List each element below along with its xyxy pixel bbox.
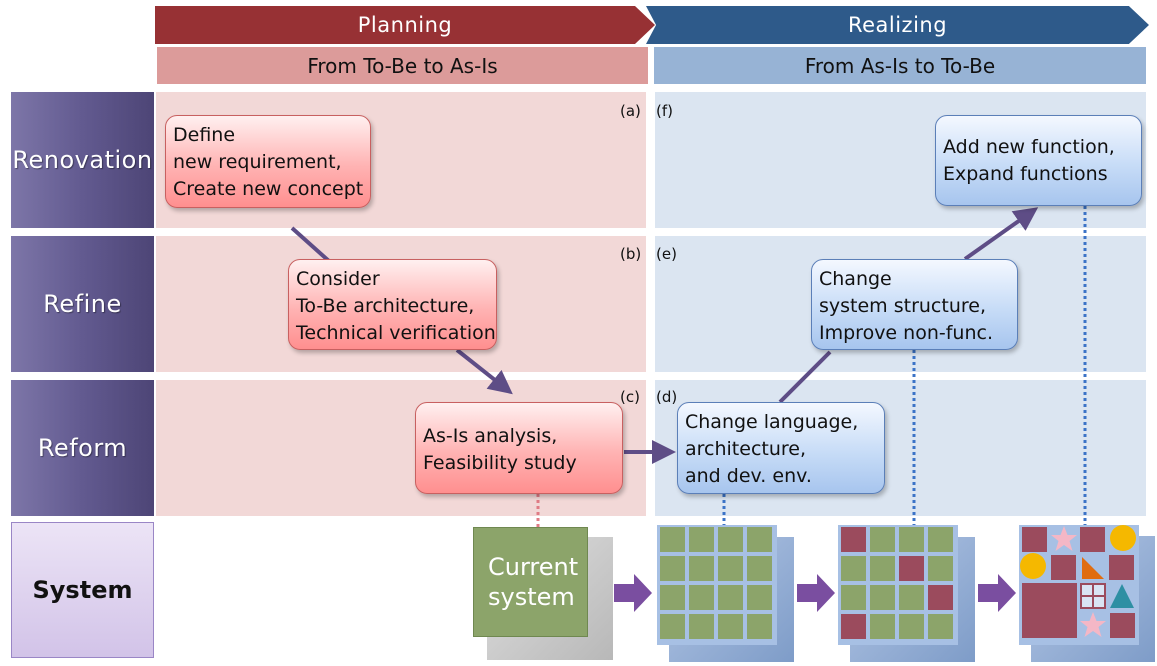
step-b-line-2: To-Be architecture, — [296, 295, 475, 317]
step-e-line-3: Improve non-func. — [819, 322, 993, 344]
row-label-renovation: Renovation — [11, 92, 154, 228]
step-c-analysis: As-Is analysis, Feasibility study — [415, 402, 623, 494]
step-a-define: Define new requirement, Create new conce… — [165, 115, 371, 208]
yellow-circle-icon — [1020, 553, 1046, 579]
large-module-block — [1022, 583, 1077, 638]
step-e-change-structure: Change system structure, Improve non-fun… — [811, 259, 1018, 350]
step-d-line-2: architecture, — [685, 438, 807, 460]
step-c-line-1: As-Is analysis, — [423, 425, 558, 447]
row-label-system-text: System — [32, 576, 133, 604]
step-b-line-1: Consider — [296, 268, 380, 290]
step-d-change-language: Change language, architecture, and dev. … — [677, 402, 885, 494]
marker-e: (e) — [656, 245, 677, 263]
pink-star-icon — [1080, 612, 1106, 637]
current-system-label-2: system — [488, 583, 575, 611]
pink-star-icon — [1051, 526, 1077, 551]
step-f-add-function: Add new function, Expand functions — [935, 115, 1142, 206]
planning-phase-header: Planning — [155, 6, 655, 44]
module-square — [1109, 555, 1134, 580]
arrow-d-to-e — [778, 350, 832, 404]
step-a-line-1: Define — [173, 124, 236, 146]
step-d-line-3: and dev. env. — [685, 465, 812, 487]
step-f-line-2: Expand functions — [943, 163, 1108, 185]
system-arrow-3 — [978, 574, 1016, 612]
expanded-system-grid — [1019, 522, 1155, 662]
row-label-refine: Refine — [11, 236, 154, 372]
module-square — [1110, 613, 1135, 638]
row-label-reform-text: Reform — [37, 434, 128, 462]
realizing-direction-label: From As-Is to To-Be — [804, 53, 996, 78]
row-label-system: System — [11, 522, 154, 658]
realizing-phase-title: Realizing — [847, 13, 948, 37]
teal-triangle-icon — [1110, 584, 1134, 608]
arrow-a-to-b — [290, 226, 332, 264]
orange-triangle-icon — [1082, 557, 1104, 579]
marker-d: (d) — [656, 388, 678, 406]
restructured-system-grid — [657, 525, 794, 662]
realizing-phase-header: Realizing — [646, 6, 1149, 44]
step-b-consider: Consider To-Be architecture, Technical v… — [288, 259, 497, 350]
arrow-e-to-f — [963, 207, 1039, 261]
system-arrow-2 — [797, 574, 835, 612]
marker-b: (b) — [620, 245, 642, 263]
realizing-direction: From As-Is to To-Be — [654, 47, 1146, 84]
current-system-block: Current system — [473, 527, 613, 660]
module-square — [1051, 555, 1076, 580]
planning-direction: From To-Be to As-Is — [157, 47, 648, 84]
module-square — [1080, 527, 1105, 552]
planning-phase-title: Planning — [357, 13, 453, 37]
step-e-line-2: system structure, — [819, 295, 986, 317]
row-label-refine-text: Refine — [43, 290, 122, 318]
current-system-label-1: Current — [488, 553, 579, 581]
module-square — [1022, 527, 1047, 552]
step-a-line-3: Create new concept — [173, 178, 364, 200]
step-f-line-1: Add new function, — [943, 136, 1115, 158]
row-label-reform: Reform — [11, 380, 154, 516]
row-label-renovation-text: Renovation — [12, 146, 153, 174]
step-d-line-1: Change language, — [685, 411, 859, 433]
improved-system-grid — [838, 525, 975, 662]
marker-a: (a) — [620, 102, 641, 120]
planning-direction-label: From To-Be to As-Is — [307, 53, 498, 78]
arrow-b-to-c — [455, 348, 513, 395]
marker-f: (f) — [656, 102, 673, 120]
marker-c: (c) — [620, 388, 640, 406]
step-e-line-1: Change — [819, 268, 892, 290]
step-b-line-3: Technical verification — [296, 322, 496, 344]
step-a-line-2: new requirement, — [173, 151, 342, 173]
step-c-line-2: Feasibility study — [423, 452, 577, 474]
system-arrow-1 — [614, 574, 652, 612]
small-module-grid — [1080, 583, 1106, 609]
yellow-circle-icon — [1110, 525, 1136, 551]
